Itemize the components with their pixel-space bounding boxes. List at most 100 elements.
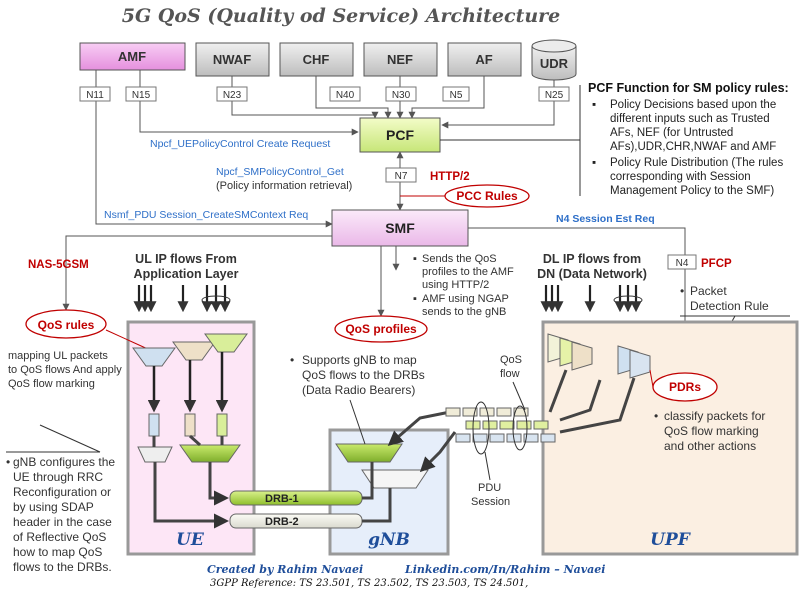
qos-rules-connector [105, 329, 151, 351]
ul-flow-arrows [133, 285, 231, 313]
qos-profiles-oval[interactable]: QoS profiles [334, 315, 428, 343]
n4-tag-box [667, 254, 697, 270]
chf-node[interactable]: CHF [279, 42, 354, 77]
gnb-rrc-line8: flows to the DRBs. [13, 560, 112, 574]
gnb-rrc-line1: gNB configures the [13, 455, 115, 469]
pcf-b1-line1: Policy Decisions based upon the [610, 99, 776, 111]
pcf-b1-line4: AFs),UDR,CHR,NWAF and AMF [610, 141, 776, 153]
n4-tag: N4 [676, 258, 689, 269]
pcf-bullet-1-marker: ▪ [592, 99, 596, 111]
packet-detection-line1: Packet [690, 284, 727, 298]
pcf-node[interactable]: PCF [359, 117, 441, 153]
qos-flow-label-1: QoS [500, 354, 522, 366]
qos-profiles-connector [349, 399, 366, 445]
http2-label: HTTP/2 [430, 171, 470, 183]
pdrs-note-3: and other actions [664, 439, 756, 453]
n25-tag: N25 [545, 90, 564, 101]
qos-flow-label-2: flow [500, 368, 520, 380]
pcf-b1-line3: AFs, NEF (for Untrusted [610, 127, 733, 139]
pdu-session-label-2: Session [471, 496, 510, 508]
n11-tag: N11 [86, 90, 104, 101]
qos-profiles-note-1: Supports gNB to map [302, 353, 417, 367]
gnb-rrc-line3: Reconfiguration or [13, 485, 111, 499]
smf-label: SMF [385, 220, 415, 236]
gnb-rrc-line5: header in the case [13, 515, 112, 529]
interface-tags: N11 N15 N23 N40 N30 N5 N25 N7 [79, 86, 570, 183]
pcf-label: PCF [386, 127, 414, 143]
ue-classifiers [132, 333, 248, 529]
n4-session-label: N4 Session Est Req [556, 213, 655, 225]
sm-policy-get-label: Npcf_SMPolicyControl_Get [216, 166, 344, 178]
udr-label: UDR [540, 56, 569, 71]
pfcp-label: PFCP [701, 258, 732, 270]
smf-note-bullet-2: ▪ [413, 293, 417, 305]
pcf-b2-line2: corresponding with Session [610, 171, 751, 183]
qos-profiles-label: QoS profiles [345, 322, 417, 336]
gnb-rrc-note: • gNB configures the UE through RRC Reco… [6, 424, 115, 574]
smf-node[interactable]: SMF [331, 209, 469, 247]
footer-linkedin[interactable]: Linkedin.com/In/Rahim – Navaei [404, 563, 605, 576]
pdrs-note-bullet: • [654, 409, 658, 423]
smf-note-line2: profiles to the AMF [422, 266, 514, 278]
amf-node[interactable]: AMF [79, 42, 186, 71]
page-title: 5G QoS (Quality od Service) Architecture [122, 5, 561, 27]
pdrs-label: PDRs [669, 380, 701, 394]
chf-label: CHF [303, 52, 330, 67]
n23-tag: N23 [223, 90, 242, 101]
n40-tag: N40 [336, 90, 355, 101]
gnb-rrc-line2: UE through RRC [13, 470, 103, 484]
packet-detection-line2: Detection Rule [690, 299, 769, 313]
smf-note-line1: Sends the QoS [422, 253, 497, 265]
packet-detection-bullet: • [680, 284, 684, 298]
qos-profiles-bullet: • [290, 353, 294, 367]
drb-1-label: DRB-1 [265, 493, 299, 505]
upf-classifiers [547, 333, 651, 379]
nef-label: NEF [387, 52, 413, 67]
pdrs-connector [649, 369, 654, 388]
nsmf-create-label: Nsmf_PDU Session_CreateSMContext Req [104, 209, 308, 221]
qos-rules-label: QoS rules [38, 318, 95, 332]
pcf-function-callout: PCF Function for SM policy rules: ▪ Poli… [440, 81, 789, 197]
drb-2-bar[interactable]: DRB-2 [229, 513, 363, 529]
pcf-bullet-2-marker: ▪ [592, 157, 596, 169]
amf-label: AMF [118, 49, 146, 64]
pdrs-oval[interactable]: PDRs [652, 372, 718, 402]
footer-created-by: Created by Rahim Navaei [207, 563, 363, 576]
nwaf-node[interactable]: NWAF [195, 42, 270, 77]
smf-note-line4: AMF using NGAP [422, 293, 509, 305]
drb-2-label: DRB-2 [265, 516, 299, 528]
dl-flow-arrows [540, 285, 643, 313]
gnb-label: gNB [368, 530, 410, 550]
smf-note-bullet-1: ▪ [413, 253, 417, 265]
pcf-b1-line2: different inputs such as Trusted [610, 113, 770, 125]
nwaf-label: NWAF [213, 52, 251, 67]
qos-rules-oval[interactable]: QoS rules [25, 309, 107, 339]
udr-node[interactable]: UDR [531, 39, 577, 81]
pcf-b2-line1: Policy Rule Distribution (The rules [610, 157, 783, 169]
nas-5gsm-label: NAS-5GSM [28, 259, 89, 271]
ul-flows-heading-1: UL IP flows From [135, 252, 237, 266]
nef-node[interactable]: NEF [363, 42, 438, 77]
upf-label: UPF [650, 530, 692, 550]
qos-flow-connector [512, 381, 526, 411]
pdrs-note-2: QoS flow marking [664, 424, 759, 438]
af-node[interactable]: AF [447, 42, 522, 77]
ue-policy-request-label: Npcf_UEPolicyControl Create Request [150, 138, 330, 150]
pdrs-note-1: classify packets for [664, 409, 765, 423]
pcc-rules-oval[interactable]: PCC Rules [444, 184, 530, 208]
pdu-session-label-1: PDU [478, 482, 501, 494]
qos-rules-note-3: QoS flow marking [8, 378, 95, 390]
qos-rules-note-2: to QoS flows And apply [8, 364, 122, 376]
drb-1-bar[interactable]: DRB-1 [229, 490, 363, 506]
gnb-rrc-line7: how to map QoS [13, 545, 102, 559]
smf-notes: ▪ Sends the QoS profiles to the AMF usin… [413, 253, 514, 318]
qos-rules-note-1: mapping UL packets [8, 350, 108, 362]
ue-label: UE [176, 530, 205, 550]
gnb-rrc-line6: of Reflective QoS [13, 530, 106, 544]
dl-flows-heading-2: DN (Data Network) [537, 267, 647, 281]
gnb-rrc-bullet: • [6, 455, 10, 469]
n15-tag: N15 [132, 90, 151, 101]
qos-profiles-note-3: (Data Radio Bearers) [302, 383, 415, 397]
